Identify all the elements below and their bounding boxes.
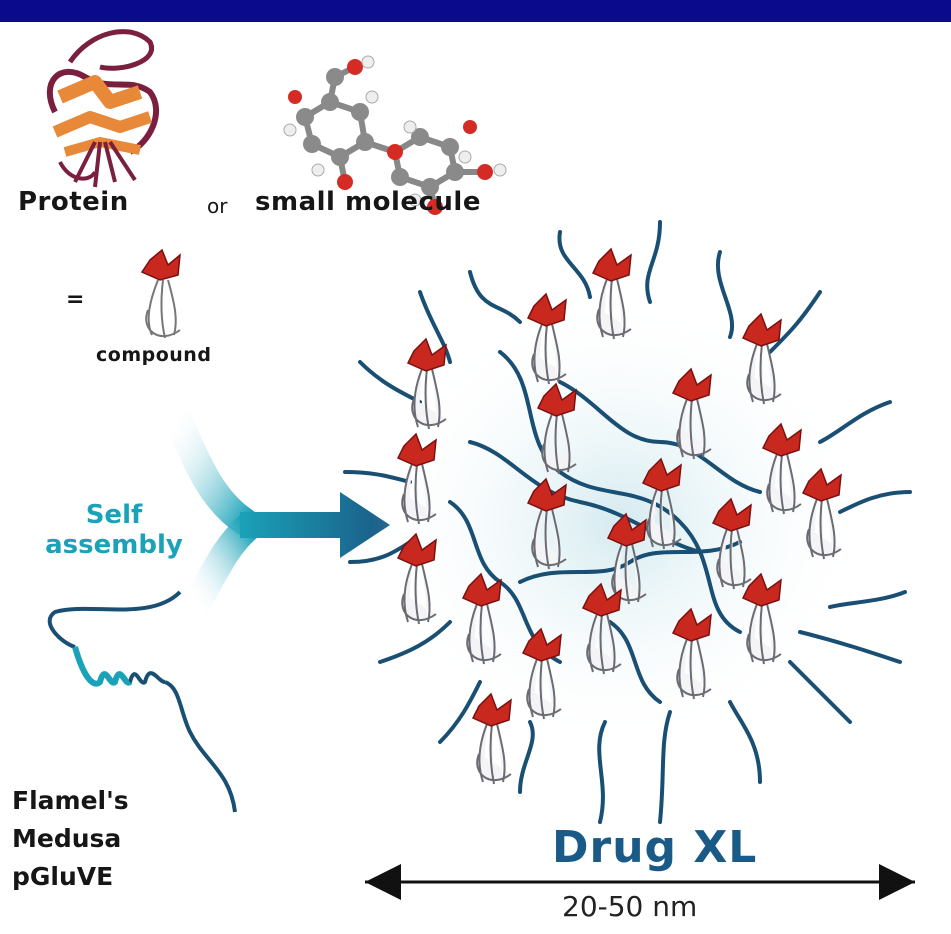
compound-unit bbox=[641, 457, 682, 550]
compound-unit bbox=[801, 467, 842, 560]
compound-unit bbox=[591, 247, 632, 340]
or-label: or bbox=[207, 194, 228, 218]
drug-xl-cluster bbox=[343, 220, 912, 824]
protein-label: Protein bbox=[18, 187, 129, 217]
self-assembly-arrow bbox=[161, 398, 390, 621]
compound-unit bbox=[526, 477, 567, 570]
compound-unit bbox=[711, 497, 752, 590]
flamel-medusa-label: Flamel's Medusa pGluVE bbox=[12, 782, 129, 896]
equals-sign: = bbox=[66, 287, 85, 312]
compound-unit bbox=[581, 582, 622, 675]
medusa-polymer-icon bbox=[47, 590, 237, 813]
compound-units bbox=[396, 247, 842, 785]
compound-icon bbox=[140, 248, 181, 339]
compound-unit bbox=[606, 512, 647, 605]
protein-icon bbox=[46, 29, 159, 188]
diagram-artwork bbox=[46, 29, 915, 900]
compound-unit bbox=[396, 432, 437, 525]
flamel-line3: pGluVE bbox=[12, 862, 114, 891]
compound-label: compound bbox=[96, 344, 212, 366]
diagram-stage: Protein or small molecule = compound Sel… bbox=[0, 22, 951, 934]
small-molecule-label: small molecule bbox=[255, 187, 481, 217]
compound-unit bbox=[406, 337, 447, 430]
self-assembly-line1: Self bbox=[85, 500, 143, 530]
small-molecule-icon bbox=[283, 55, 507, 215]
compound-unit bbox=[461, 572, 502, 665]
drug-xl-label: Drug XL bbox=[552, 822, 758, 873]
compound-unit bbox=[396, 532, 437, 625]
compound-unit bbox=[471, 692, 512, 785]
compound-unit bbox=[521, 627, 562, 720]
top-banner bbox=[0, 0, 951, 22]
flamel-line2: Medusa bbox=[12, 824, 122, 853]
self-assembly-label: Self assembly bbox=[14, 500, 214, 560]
self-assembly-line2: assembly bbox=[45, 530, 183, 560]
compound-unit bbox=[741, 572, 782, 665]
compound-unit bbox=[671, 367, 712, 460]
flamel-line1: Flamel's bbox=[12, 786, 129, 815]
compound-unit bbox=[741, 312, 782, 405]
compound-unit bbox=[526, 292, 567, 385]
size-label: 20-50 nm bbox=[562, 890, 698, 923]
compound-unit bbox=[761, 422, 802, 515]
compound-unit bbox=[671, 607, 712, 700]
compound-unit bbox=[536, 382, 577, 475]
